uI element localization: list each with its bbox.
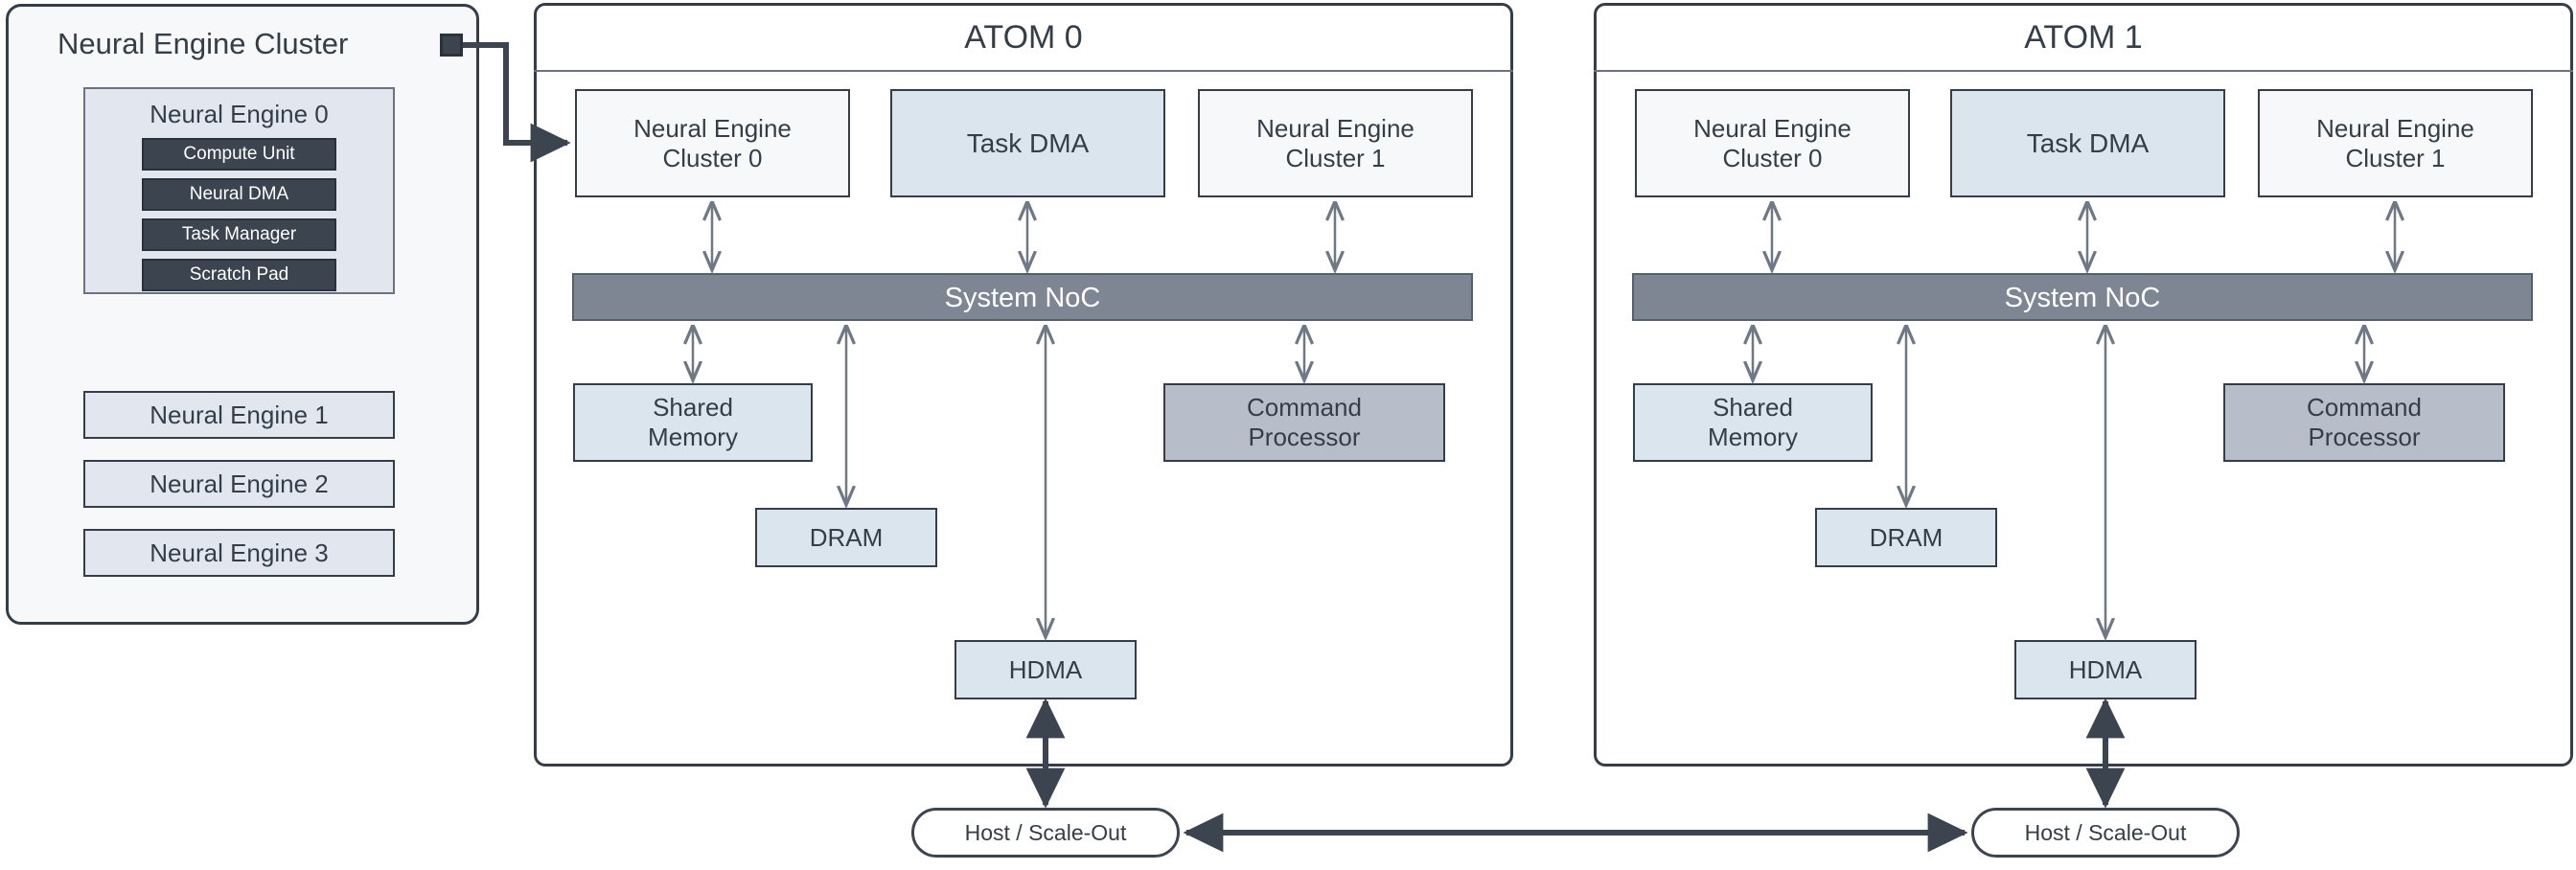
atom-0-command-processor-line1: Command [1247,393,1362,422]
atom-1-dram-label: DRAM [1869,522,1944,552]
neural-engine-0-label: Neural Engine 0 [150,100,329,128]
atom-1-shared-memory[interactable]: Shared Memory [1633,383,1873,462]
atom-0-neural-engine-cluster-0[interactable]: Neural Engine Cluster 0 [575,89,850,197]
atom-0-task-dma-label: Task DMA [966,127,1090,158]
atom-1-cluster-1-line1: Neural Engine [2316,113,2474,143]
atom-0-task-dma[interactable]: Task DMA [890,89,1165,197]
atom-1-command-processor[interactable]: Command Processor [2223,383,2505,462]
atom-1-command-processor-line2: Processor [2308,423,2421,451]
atom-1-header: ATOM 1 [1594,3,2573,72]
atom-1-cluster-0-line2: Cluster 0 [1722,143,1823,172]
atom-0-shared-memory[interactable]: Shared Memory [573,383,813,462]
atom-0-shared-memory-line2: Memory [648,423,738,451]
cluster-panel-title: Neural Engine Cluster [58,27,349,60]
atom-0-host-scale-out[interactable]: Host / Scale-Out [911,808,1180,858]
neural-dma-block[interactable]: Neural DMA [142,178,336,211]
atom-0-cluster-1-line2: Cluster 1 [1285,143,1386,172]
neural-engine-3-box[interactable]: Neural Engine 3 [83,529,395,577]
scratch-pad-block[interactable]: Scratch Pad [142,259,336,291]
atom-1-host-scale-out[interactable]: Host / Scale-Out [1971,808,2240,858]
atom-0-command-processor[interactable]: Command Processor [1163,383,1445,462]
neural-engine-2-box[interactable]: Neural Engine 2 [83,460,395,508]
atom-0-cluster-0-line2: Cluster 0 [662,143,763,172]
atom-1-title: ATOM 1 [2024,19,2143,56]
task-manager-block[interactable]: Task Manager [142,218,336,251]
compute-unit-block[interactable]: Compute Unit [142,138,336,171]
atom-0-hdma-label: HDMA [1008,654,1083,684]
atom-0-hdma[interactable]: HDMA [954,640,1137,699]
atom-1-hdma-label: HDMA [2068,654,2143,684]
atom-0-shared-memory-line1: Shared [653,393,733,422]
atom-0-header: ATOM 0 [534,3,1513,72]
atom-1-shared-memory-line2: Memory [1708,423,1798,451]
atom-1-shared-memory-line1: Shared [1713,393,1793,422]
atom-1-cluster-1-line2: Cluster 1 [2345,143,2446,172]
atom-0-dram[interactable]: DRAM [755,508,937,567]
atom-0-system-noc[interactable]: System NoC [572,273,1473,321]
atom-1-command-processor-line1: Command [2307,393,2422,422]
atom-1-task-dma[interactable]: Task DMA [1950,89,2225,197]
neural-engine-1-box[interactable]: Neural Engine 1 [83,391,395,439]
cluster-port-icon[interactable] [440,34,463,57]
atom-1-task-dma-label: Task DMA [2026,127,2150,158]
atom-1-cluster-0-line1: Neural Engine [1693,113,1852,143]
atom-0-command-processor-line2: Processor [1248,423,1361,451]
atom-1-neural-engine-cluster-1[interactable]: Neural Engine Cluster 1 [2258,89,2533,197]
atom-1-neural-engine-cluster-0[interactable]: Neural Engine Cluster 0 [1635,89,1910,197]
atom-0-cluster-0-line1: Neural Engine [633,113,792,143]
atom-1-system-noc[interactable]: System NoC [1632,273,2533,321]
atom-0-title: ATOM 0 [964,19,1083,56]
atom-0-cluster-1-line1: Neural Engine [1256,113,1414,143]
atom-0-neural-engine-cluster-1[interactable]: Neural Engine Cluster 1 [1198,89,1473,197]
atom-0-dram-label: DRAM [809,522,884,552]
atom-1-hdma[interactable]: HDMA [2014,640,2196,699]
atom-1-dram[interactable]: DRAM [1815,508,1997,567]
